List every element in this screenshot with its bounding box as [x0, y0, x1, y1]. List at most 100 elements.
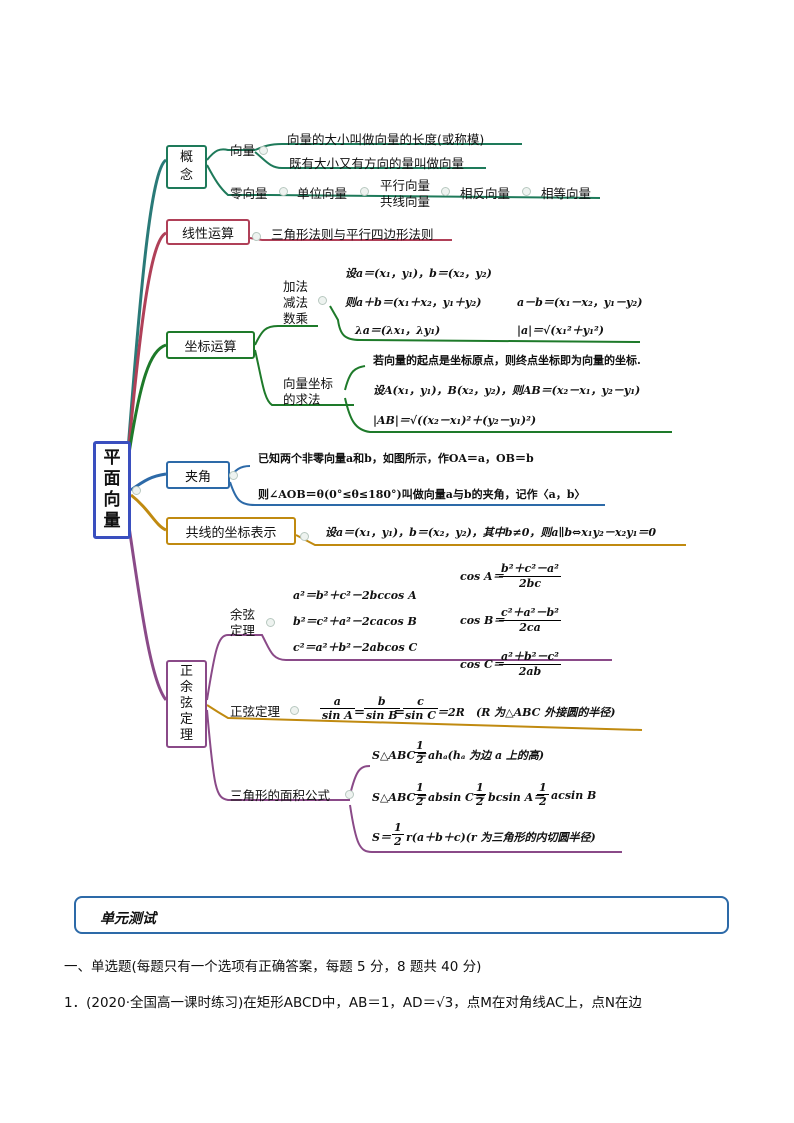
sin-B: sin B — [366, 709, 398, 722]
connector-icon — [360, 187, 369, 196]
linear-rule: 三角形法则与平行四边形法则 — [271, 227, 434, 242]
sin-frac-a: a sin A — [320, 695, 355, 722]
concept-box: 概 念 — [166, 145, 207, 189]
sin-note: (R 为△ABC 外接圆的半径) — [476, 706, 616, 719]
connector-icon — [259, 146, 268, 155]
cos-law-a: a²＝b²＋c²－2bccos A — [293, 589, 417, 602]
coord-set: 设a＝(x₁，y₁)，b＝(x₂，y₂) — [345, 267, 492, 280]
cosA-num: b²＋c²－a² — [499, 562, 561, 577]
kind-unit: 单位向量 — [297, 186, 348, 201]
root-char: 平 — [103, 448, 121, 468]
cosA-lhs: cos A＝ — [460, 570, 504, 583]
cosC-frac: a²＋b²－c² 2ab — [499, 648, 561, 678]
sin-C: sin C — [405, 709, 436, 722]
sin-rhs: ＝2R — [437, 706, 465, 719]
area1-rest: ahₐ(hₐ 为边 a 上的高) — [428, 749, 545, 762]
coord-abmod: |AB|＝√((x₂－x₁)²＋(y₂－y₁)²) — [373, 414, 537, 427]
eq-sign: ＝ — [354, 706, 365, 719]
cos-label-2: 定理 — [230, 623, 256, 638]
concept-def-vector: 既有大小又有方向的量叫做向量 — [289, 156, 465, 171]
sin-frac-b: b sin B — [364, 695, 400, 722]
half-num: 1 — [414, 781, 426, 795]
trig-box: 正 余 弦 定 理 — [166, 660, 207, 748]
area3-rest: r(a＋b＋c)(r 为三角形的内切圆半径) — [406, 831, 596, 844]
collinear-text: 设a＝(x₁，y₁)，b＝(x₂，y₂)，其中b≠0，则a∥b⇔x₁y₂－x₂y… — [325, 526, 657, 539]
ops-label-add: 加法 — [283, 279, 309, 294]
area3-half: 1 2 — [392, 821, 404, 848]
area2-lhs: S△ABC＝ — [372, 791, 427, 804]
ops-label-sub: 减法 — [283, 295, 309, 310]
cos-label-1: 余弦 — [230, 607, 256, 622]
area1-half: 1 2 — [414, 739, 426, 766]
sin-b: b — [364, 695, 400, 709]
connector-icon — [290, 706, 299, 715]
sin-A: sin A — [322, 709, 353, 722]
sin-label: 正弦定理 — [230, 704, 281, 719]
half-den: 2 — [476, 795, 484, 808]
cosC-num: a²＋b²－c² — [499, 650, 561, 665]
half-den: 2 — [539, 795, 547, 808]
coord-box: 坐标运算 — [166, 331, 255, 359]
half-num: 1 — [392, 821, 404, 835]
connector-icon — [300, 532, 309, 541]
angle-label: 夹角 — [184, 469, 211, 485]
cos-law-b: b²＝c²＋a²－2cacos B — [293, 615, 417, 628]
root-connector-icon — [132, 486, 141, 495]
half-den: 2 — [416, 795, 424, 808]
connector-icon — [229, 471, 238, 480]
find-label-1: 向量坐标 — [283, 376, 334, 391]
coord-add: 则a＋b＝(x₁＋x₂，y₁＋y₂) — [345, 296, 482, 309]
root-char: 面 — [103, 469, 121, 489]
cosC-den: 2ab — [518, 665, 542, 678]
half-num: 1 — [414, 739, 426, 753]
connector-icon — [522, 187, 531, 196]
cosC-lhs: cos C＝ — [460, 658, 504, 671]
area2-half-2: 1 2 — [474, 781, 486, 808]
area2-half-1: 1 2 — [414, 781, 426, 808]
coord-label: 坐标运算 — [184, 339, 237, 355]
cosA-frac: b²＋c²－a² 2bc — [499, 560, 561, 590]
root-node-plane-vector: 平 面 向 量 — [93, 441, 131, 539]
area2-r2: bcsin A＝ — [488, 791, 545, 804]
root-char: 向 — [103, 490, 121, 510]
connector-icon — [252, 232, 261, 241]
root-char: 量 — [103, 511, 121, 531]
cos-law-c: c²＝a²＋b²－2abcos C — [293, 641, 418, 654]
cosB-num: c²＋a²－b² — [499, 606, 561, 621]
unit-test-panel: 单元测试 — [74, 896, 729, 934]
linear-label: 线性运算 — [181, 226, 234, 242]
half-den: 2 — [394, 835, 402, 848]
concept-label: 概 念 — [179, 150, 193, 183]
connector-icon — [279, 187, 288, 196]
connector-icon — [345, 790, 354, 799]
find-label-2: 的求法 — [283, 392, 321, 407]
cosA-den: 2bc — [518, 577, 542, 590]
area2-r3: acsin B — [551, 789, 597, 802]
coord-origin: 若向量的起点是坐标原点，则终点坐标即为向量的坐标. — [373, 354, 641, 367]
kind-opposite: 相反向量 — [460, 186, 511, 201]
coord-sub: a－b＝(x₁－x₂，y₁－y₂) — [517, 296, 643, 309]
kind-collinear: 共线向量 — [380, 194, 431, 209]
connector-icon — [318, 296, 327, 305]
collinear-box: 共线的坐标表示 — [166, 517, 296, 545]
cosB-frac: c²＋a²－b² 2ca — [499, 604, 561, 634]
angle-line2: 则∠AOB＝θ(0°≤θ≤180°)叫做向量a与b的夹角，记作〈a，b〉 — [258, 488, 586, 501]
coord-scal: λa＝(λx₁，λy₁) — [355, 324, 441, 337]
sin-c: c — [403, 695, 438, 709]
area-label: 三角形的面积公式 — [230, 788, 331, 803]
connector-icon — [441, 187, 450, 196]
unit-test-title: 单元测试 — [100, 911, 156, 927]
area3-lhs: S＝ — [372, 831, 391, 844]
area2-half-3: 1 2 — [537, 781, 549, 808]
collinear-label: 共线的坐标表示 — [185, 525, 277, 541]
concept-vector: 向量 — [230, 143, 256, 158]
eq-sign: ＝ — [394, 706, 405, 719]
connector-icon — [266, 618, 275, 627]
half-num: 1 — [474, 781, 486, 795]
area1-lhs: S△ABC＝ — [372, 749, 427, 762]
kind-zero: 零向量 — [230, 186, 268, 201]
trig-label: 正 余 弦 定 理 — [179, 664, 193, 743]
half-num: 1 — [537, 781, 549, 795]
area2-r1: absin C＝ — [428, 791, 485, 804]
cosB-den: 2ca — [519, 621, 541, 634]
